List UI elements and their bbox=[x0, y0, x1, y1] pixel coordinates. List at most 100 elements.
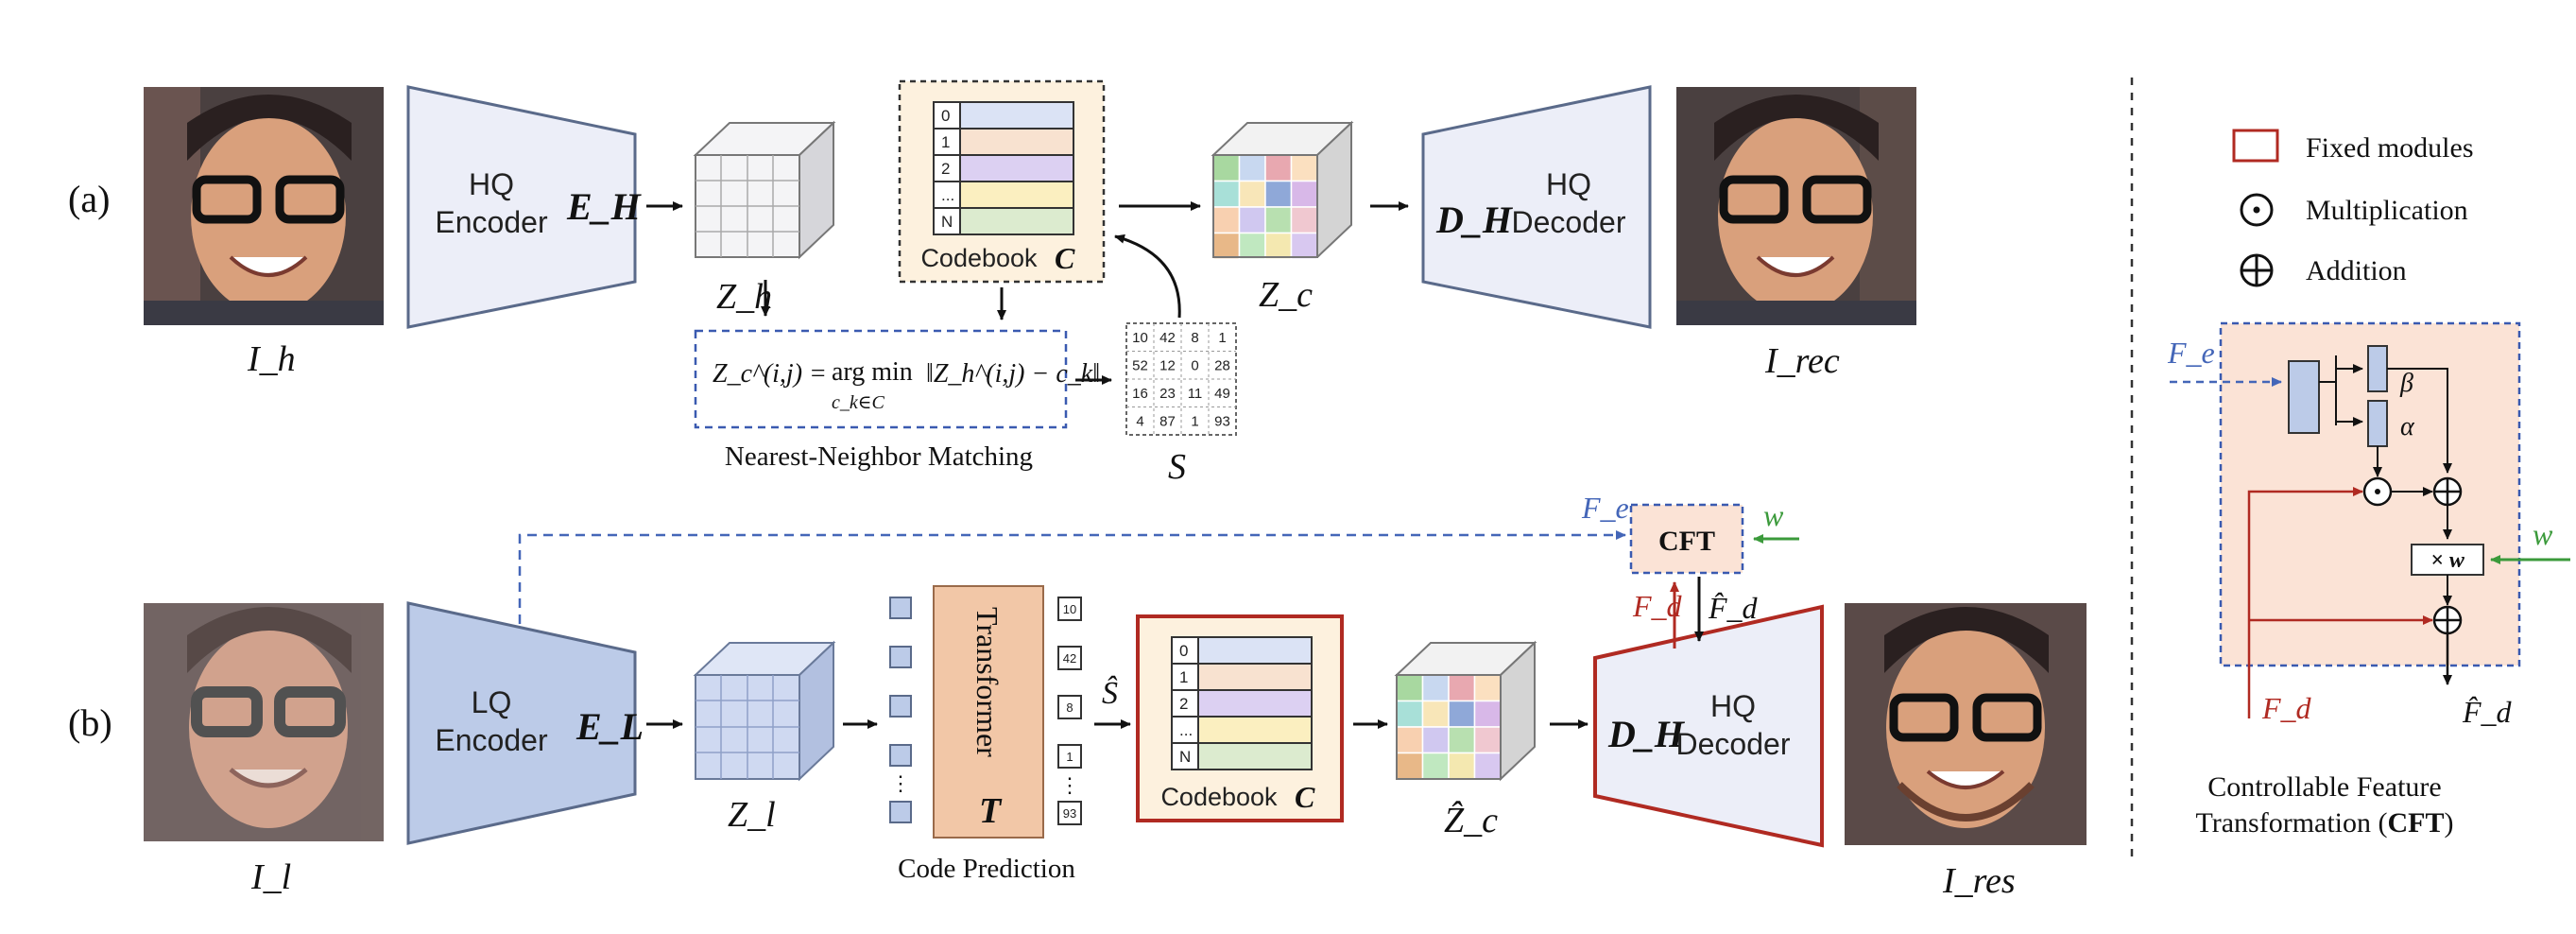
eh-symbol: E_H bbox=[566, 185, 643, 228]
nn-formula-rhs: ‖Z_h^(i,j) − c_k‖ bbox=[926, 359, 1100, 389]
s-hat-label: Ŝ bbox=[1102, 675, 1118, 711]
face-image-irec bbox=[1676, 87, 1916, 325]
zc-cell bbox=[1238, 232, 1266, 260]
zchat-cell bbox=[1448, 700, 1476, 728]
codebook-a-entry-2 bbox=[959, 154, 1074, 182]
fd-hat-label-b: F̂_d bbox=[1708, 591, 1759, 625]
codebook-b: 012...N Codebook C bbox=[1136, 614, 1344, 822]
legend-fixed: Fixed modules bbox=[2306, 132, 2474, 164]
codebook-a-entry-4 bbox=[959, 207, 1074, 235]
codebook-b-title: Codebook bbox=[1160, 783, 1278, 811]
zchat-cell bbox=[1396, 752, 1424, 780]
svg-text:LQ: LQ bbox=[472, 685, 512, 719]
zchat-cell bbox=[1448, 674, 1476, 702]
zh-cube bbox=[693, 120, 836, 260]
ih-label: I_h bbox=[247, 339, 296, 379]
s-label: S bbox=[1168, 447, 1186, 487]
predicted-code-box bbox=[1057, 695, 1082, 719]
codebook-b-index-4 bbox=[1171, 742, 1199, 770]
zchat-cell bbox=[1448, 752, 1476, 780]
zc-cell bbox=[1238, 206, 1266, 234]
svg-text:HQ: HQ bbox=[1546, 167, 1591, 201]
svg-text:HQ: HQ bbox=[1710, 689, 1756, 723]
predicted-code-box bbox=[1057, 597, 1082, 621]
s-cell: 1 bbox=[1191, 414, 1198, 430]
codebook-b-index-label-3: ... bbox=[1179, 721, 1193, 739]
svg-text:Encoder: Encoder bbox=[435, 723, 548, 757]
s-cell: 4 bbox=[1136, 414, 1143, 430]
codebook-b-entry-4 bbox=[1197, 742, 1313, 770]
s-cell: 52 bbox=[1132, 358, 1148, 374]
codebook-a-symbol: C bbox=[1055, 241, 1075, 275]
el-symbol: E_L bbox=[575, 705, 644, 748]
cft-label: CFT bbox=[1658, 526, 1715, 557]
zc-cube bbox=[1211, 120, 1354, 260]
zchat-cell bbox=[1396, 700, 1424, 728]
predicted-code-box bbox=[1057, 744, 1082, 769]
s-cell: 11 bbox=[1188, 386, 1203, 402]
svg-text:Encoder: Encoder bbox=[435, 205, 548, 239]
s-cell: 8 bbox=[1191, 330, 1198, 346]
fe-line bbox=[518, 530, 1626, 624]
fixed-module-swatch bbox=[2232, 129, 2279, 163]
zc-cell bbox=[1212, 206, 1241, 234]
arrow-s-codebook bbox=[1114, 234, 1181, 319]
codebook-b-entry-0 bbox=[1197, 636, 1313, 665]
zchat-cell bbox=[1421, 752, 1450, 780]
zc-cell bbox=[1290, 232, 1318, 260]
zchat-cell bbox=[1421, 674, 1450, 702]
codebook-a-index-1 bbox=[933, 128, 961, 156]
s-cell: 10 bbox=[1132, 330, 1148, 346]
zc-cell bbox=[1238, 180, 1266, 208]
zc-cell bbox=[1290, 154, 1318, 182]
zc-hat-cube bbox=[1394, 640, 1537, 782]
zchat-cell bbox=[1473, 726, 1502, 754]
cft-detail-fd: F_d bbox=[2261, 691, 2312, 725]
zc-cell bbox=[1290, 206, 1318, 234]
dh-symbol-b: D_H bbox=[1607, 713, 1686, 755]
codebook-a-index-4 bbox=[933, 207, 961, 235]
transformer-label: Transformer bbox=[970, 607, 1005, 757]
zchat-cell bbox=[1396, 674, 1424, 702]
s-cell: 87 bbox=[1159, 414, 1176, 430]
codebook-a: 012...N Codebook C bbox=[898, 79, 1106, 284]
codebook-a-index-0 bbox=[933, 101, 961, 130]
fd-label-b: F_d bbox=[1632, 589, 1683, 623]
nn-formula-sub: c_k∈C bbox=[832, 392, 885, 413]
zl-label: Z_l bbox=[728, 795, 776, 835]
legend: Fixed modules Multiplication Addition bbox=[2232, 129, 2474, 287]
svg-text:HQ: HQ bbox=[469, 167, 514, 201]
predicted-code-box bbox=[1057, 646, 1082, 670]
zc-cell bbox=[1212, 180, 1241, 208]
face-image-ih bbox=[144, 87, 384, 325]
nn-formula-lhs: Z_c^(i,j) = bbox=[713, 359, 827, 389]
cft-caption-line1: Controllable Feature bbox=[2207, 771, 2441, 803]
lq-encoder: LQ Encoder E_L bbox=[406, 601, 644, 845]
predicted-code-box bbox=[1057, 801, 1082, 825]
il-label: I_l bbox=[250, 857, 291, 897]
codebook-a-index-label-0: 0 bbox=[941, 107, 950, 125]
s-cell: 28 bbox=[1214, 358, 1230, 374]
s-cell: 0 bbox=[1191, 358, 1198, 374]
face-image-il bbox=[144, 603, 384, 841]
svg-text:Decoder: Decoder bbox=[1676, 727, 1791, 761]
zc-cell bbox=[1264, 180, 1293, 208]
predicted-code-value: 8 bbox=[1066, 700, 1073, 715]
codebook-a-index-label-4: N bbox=[941, 213, 953, 231]
predicted-code-value: 93 bbox=[1063, 806, 1076, 821]
codebook-b-index-label-4: N bbox=[1179, 748, 1191, 766]
alpha-label: α bbox=[2400, 412, 2415, 441]
zchat-cell bbox=[1473, 700, 1502, 728]
s-cell: 49 bbox=[1214, 386, 1230, 402]
dh-symbol-a: D_H bbox=[1435, 199, 1514, 241]
svg-text:⋮: ⋮ bbox=[890, 771, 911, 795]
codebook-b-index-label-0: 0 bbox=[1179, 642, 1188, 660]
nn-formula-op: arg min bbox=[832, 357, 913, 387]
zchat-cell bbox=[1396, 726, 1424, 754]
code-prediction-caption: Code Prediction bbox=[898, 854, 1075, 884]
input-token-column: ⋮ bbox=[889, 597, 912, 823]
zc-cell bbox=[1264, 206, 1293, 234]
